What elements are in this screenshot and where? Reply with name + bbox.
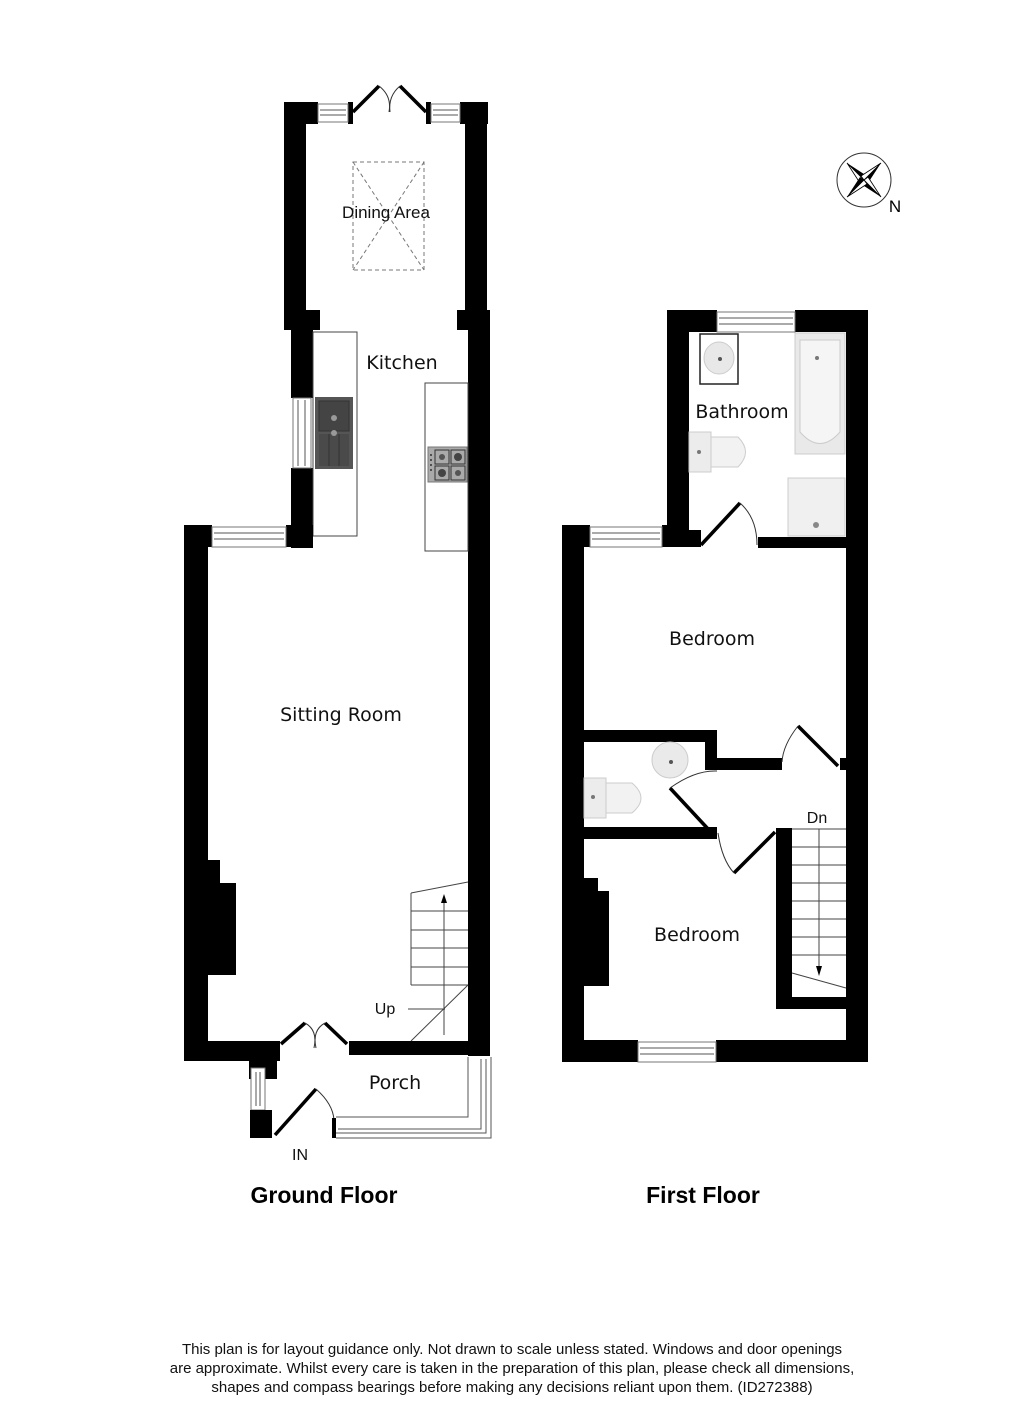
wc-top-wall — [584, 730, 717, 742]
disclaimer-line-2: are approximate. Whilst every care is ta… — [169, 1360, 855, 1377]
front-bedroom-window — [637, 1041, 717, 1063]
ground-floor-plan: Dining Area — [184, 84, 492, 1208]
sitting-top-wall-left — [184, 525, 212, 547]
room-label-bedroom-front: Bedroom — [654, 924, 740, 946]
bathroom-left-wall — [667, 310, 689, 547]
bedroom-top-wall-mid — [662, 525, 689, 547]
stairs-up — [408, 881, 469, 1042]
porch-windows — [336, 1057, 492, 1139]
bathroom-toilet-icon — [688, 431, 746, 473]
compass-north-label: N — [889, 197, 901, 216]
first-right-outer-wall — [846, 310, 868, 1060]
kitchen-hob-icon — [427, 446, 468, 483]
ground-floor-title: Ground Floor — [251, 1182, 398, 1208]
room-label-bedroom-rear: Bedroom — [669, 628, 755, 650]
dining-door-jamb-left — [348, 102, 353, 124]
dining-window-left — [317, 103, 349, 123]
porch-entrance-door — [273, 1087, 336, 1138]
kitchen-window — [292, 397, 312, 469]
room-label-bathroom: Bathroom — [695, 401, 788, 423]
stairs-down-label: Dn — [807, 810, 827, 827]
sitting-top-wall-right — [286, 525, 313, 547]
bathroom-door — [699, 501, 758, 547]
dining-left-step — [284, 310, 320, 330]
skylight — [352, 161, 425, 271]
bathtub-icon — [794, 332, 846, 455]
wc-toilet-icon — [583, 777, 642, 819]
first-floor-title: First Floor — [646, 1182, 760, 1208]
compass-icon — [836, 152, 892, 208]
dining-french-doors — [351, 84, 428, 114]
sitting-bottom-wall-right — [349, 1041, 490, 1055]
stairwell-bottom-wall — [776, 997, 868, 1009]
shower-tray-icon — [787, 477, 846, 537]
sitting-window — [211, 526, 287, 548]
chimney-breast — [206, 860, 220, 975]
dining-top-wall-left — [306, 102, 318, 124]
bedroom-top-wall-left — [562, 525, 590, 547]
first-bottom-wall-right — [716, 1040, 868, 1062]
landing-door-rear-bedroom — [781, 724, 840, 768]
kitchen-sink-icon — [315, 397, 353, 469]
room-label-dining-area: Dining Area — [342, 203, 430, 222]
disclaimer-line-3: shapes and compass bearings before makin… — [211, 1379, 813, 1396]
first-floor-plan: Bathroom Bedroom — [562, 310, 868, 1208]
wc-door — [668, 770, 718, 832]
bathroom-basin-icon — [699, 333, 739, 385]
dining-window-right — [430, 103, 461, 123]
dining-left-wall — [284, 102, 306, 330]
landing-top-wall — [705, 758, 782, 770]
sitting-room-double-door — [279, 1021, 349, 1049]
porch-left-pillar — [250, 1110, 272, 1138]
chimney-breast-inner — [218, 883, 236, 975]
kitchen-left-wall-upper — [291, 330, 313, 398]
room-label-porch: Porch — [369, 1072, 421, 1094]
stairwell-left-wall — [776, 828, 792, 1008]
front-chimney-breast-inner — [596, 891, 609, 986]
bathroom-window — [716, 311, 796, 333]
dining-right-wall — [465, 102, 487, 330]
rear-bedroom-window — [589, 526, 663, 548]
room-label-sitting-room: Sitting Room — [280, 704, 402, 726]
first-bottom-wall-left — [562, 1040, 638, 1062]
wc-basin-icon — [651, 741, 689, 779]
disclaimer-line-1: This plan is for layout guidance only. N… — [181, 1341, 843, 1358]
bathroom-bottom-wall-right — [758, 537, 868, 548]
front-bedroom-door — [717, 830, 777, 875]
room-label-kitchen: Kitchen — [366, 352, 437, 374]
front-chimney-breast — [582, 878, 598, 986]
right-outer-wall — [468, 310, 490, 1056]
stairs-down — [791, 828, 847, 989]
wc-bottom-wall — [584, 827, 717, 839]
dining-right-step — [457, 310, 469, 330]
porch-side-window — [250, 1067, 266, 1111]
landing-top-wall-stub — [840, 758, 848, 770]
sitting-left-wall — [184, 525, 208, 1061]
disclaimer: This plan is for layout guidance only. N… — [100, 1340, 924, 1397]
dining-door-jamb-right — [426, 102, 431, 124]
entrance-label: IN — [292, 1147, 308, 1164]
stairs-up-label: Up — [375, 1001, 396, 1018]
first-left-outer-wall — [562, 525, 584, 1062]
